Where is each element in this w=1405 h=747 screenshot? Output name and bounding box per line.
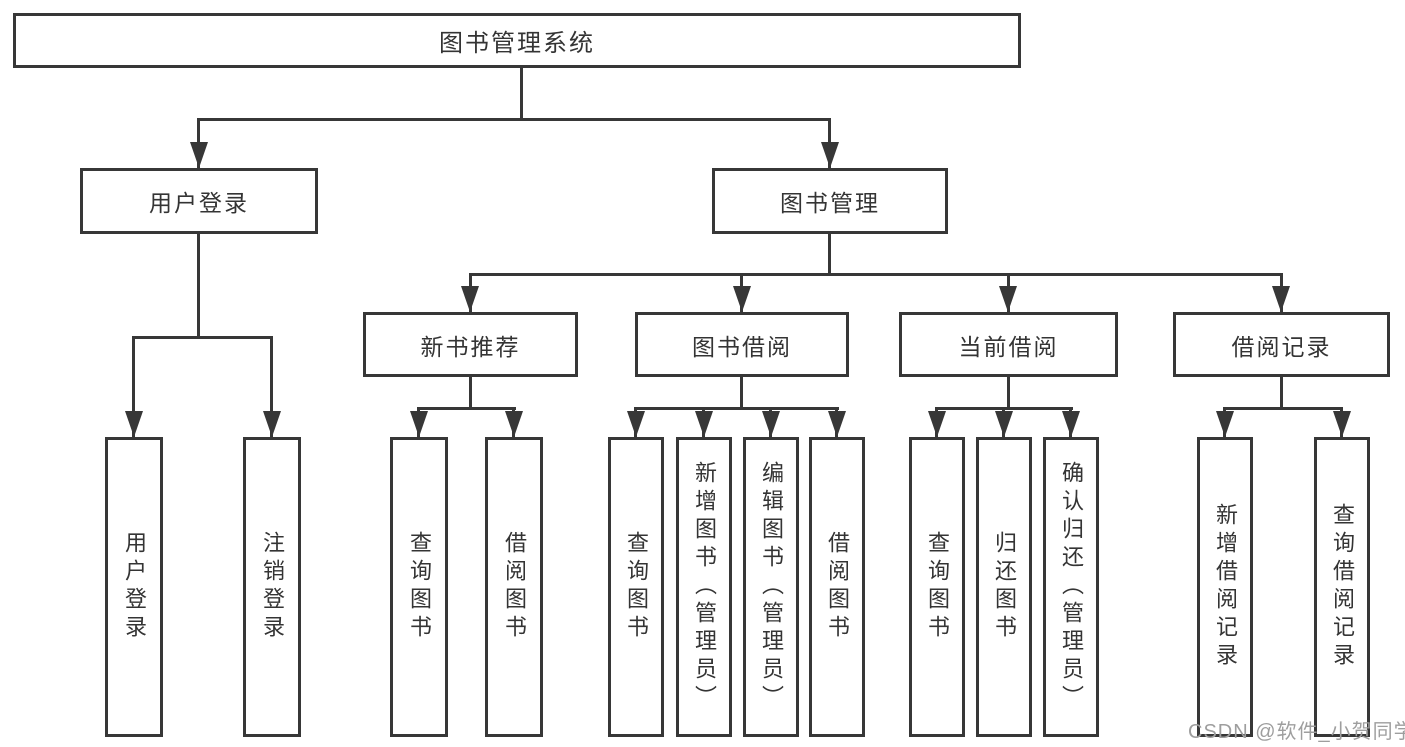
node-book-borrow: 图书借阅 bbox=[635, 312, 849, 377]
connector-root-drop bbox=[520, 68, 523, 121]
connector-stem-leaf-user-login bbox=[132, 336, 135, 437]
connector-bookborrow-drop bbox=[740, 377, 743, 410]
arrowhead-edit-book bbox=[762, 411, 780, 437]
leaf-user-login: 用户登录 bbox=[105, 437, 163, 737]
arrowhead-new-book bbox=[461, 286, 479, 312]
arrowhead-confirm-return bbox=[1062, 411, 1080, 437]
leaf-query-books-recommend: 查询图书 bbox=[390, 437, 448, 737]
node-user-login: 用户登录 bbox=[80, 168, 318, 234]
node-new-book-recommend: 新书推荐 bbox=[363, 312, 578, 377]
arrowhead-leaf-logout bbox=[263, 411, 281, 437]
watermark: CSDN @软件_小贺同学 bbox=[1188, 721, 1405, 743]
arrowhead-add-record bbox=[1216, 411, 1234, 437]
node-borrow-records: 借阅记录 bbox=[1173, 312, 1390, 377]
connector-userlogin-drop bbox=[197, 234, 200, 339]
connector-records-bar bbox=[1223, 407, 1343, 410]
arrowhead-query-3 bbox=[928, 411, 946, 437]
connector-newbook-bar bbox=[417, 407, 516, 410]
node-current-borrow: 当前借阅 bbox=[899, 312, 1118, 377]
arrowhead-borrow-records bbox=[1272, 286, 1290, 312]
arrowhead-query-2 bbox=[627, 411, 645, 437]
leaf-borrow-books: 借阅图书 bbox=[809, 437, 865, 737]
leaf-confirm-return-admin: 确认归还（管理员） bbox=[1043, 437, 1099, 737]
arrowhead-query-1 bbox=[410, 411, 428, 437]
connector-newbook-drop bbox=[469, 377, 472, 410]
leaf-add-borrow-record: 新增借阅记录 bbox=[1197, 437, 1253, 737]
arrowhead-borrow-2 bbox=[828, 411, 846, 437]
arrowhead-leaf-user-login bbox=[125, 411, 143, 437]
leaf-query-books-borrow: 查询图书 bbox=[608, 437, 664, 737]
arrowhead-borrow-1 bbox=[505, 411, 523, 437]
leaf-add-book-admin: 新增图书（管理员） bbox=[676, 437, 732, 737]
arrowhead-book-management bbox=[821, 142, 839, 168]
connector-userlogin-bar bbox=[132, 336, 273, 339]
arrowhead-return-book bbox=[995, 411, 1013, 437]
node-root: 图书管理系统 bbox=[13, 13, 1021, 68]
arrowhead-book-borrow bbox=[733, 286, 751, 312]
connector-bookmgmt-bar bbox=[469, 273, 1283, 276]
connector-bookborrow-bar bbox=[634, 407, 839, 410]
connector-currentborrow-drop bbox=[1007, 377, 1010, 410]
leaf-return-book: 归还图书 bbox=[976, 437, 1032, 737]
arrowhead-query-record bbox=[1333, 411, 1351, 437]
arrowhead-user-login bbox=[190, 142, 208, 168]
node-book-management: 图书管理 bbox=[712, 168, 948, 234]
leaf-borrow-books-recommend: 借阅图书 bbox=[485, 437, 543, 737]
leaf-query-books-current: 查询图书 bbox=[909, 437, 965, 737]
arrowhead-add-book bbox=[695, 411, 713, 437]
arrowhead-current-borrow bbox=[999, 286, 1017, 312]
connector-stem-leaf-logout bbox=[270, 336, 273, 437]
connector-records-drop bbox=[1280, 377, 1283, 410]
connector-bookmgmt-drop bbox=[828, 234, 831, 276]
connector-root-bar bbox=[197, 118, 831, 121]
leaf-edit-book-admin: 编辑图书（管理员） bbox=[743, 437, 799, 737]
leaf-query-borrow-record: 查询借阅记录 bbox=[1314, 437, 1370, 737]
leaf-logout-login: 注销登录 bbox=[243, 437, 301, 737]
